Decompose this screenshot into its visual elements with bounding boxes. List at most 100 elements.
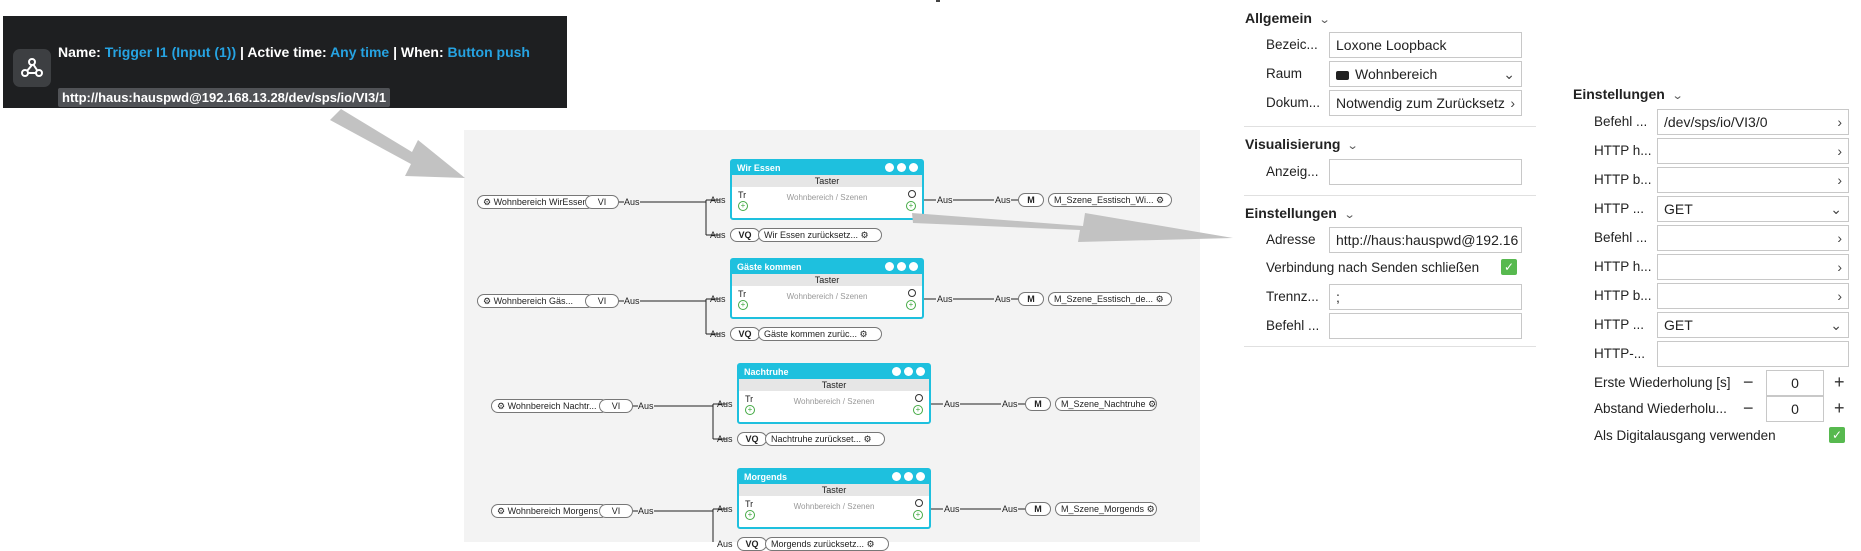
m-node[interactable]: M bbox=[1025, 502, 1051, 516]
chevron-right-icon: › bbox=[1835, 110, 1842, 134]
block-title[interactable]: Morgends bbox=[739, 470, 929, 484]
vq-output-node[interactable]: Gäste kommen zurüc... ⚙ bbox=[758, 327, 882, 341]
block-output-port[interactable] bbox=[908, 190, 916, 198]
dot-icon[interactable] bbox=[897, 163, 906, 172]
section-einstellungen-right[interactable]: Einstellungen⌄ bbox=[1573, 86, 1683, 102]
adresse-field[interactable]: http://haus:hauspwd@192.16 bbox=[1329, 227, 1522, 253]
m-node[interactable]: M bbox=[1018, 292, 1044, 306]
vq-output-node[interactable]: Morgends zurücksetz... ⚙ bbox=[765, 537, 889, 551]
logic-block[interactable]: Wir Essen Taster Tr Wohnbereich / Szenen… bbox=[730, 159, 924, 220]
bezeichnung-field[interactable]: Loxone Loopback bbox=[1329, 32, 1522, 58]
right-row-field[interactable]: › bbox=[1657, 254, 1849, 280]
raum-select[interactable]: Wohnbereich ⌄ bbox=[1329, 61, 1522, 87]
add-output-icon[interactable]: + bbox=[913, 510, 923, 520]
section-allgemein[interactable]: Allgemein⌄ bbox=[1245, 10, 1331, 26]
output-node[interactable]: M_Szene_Esstisch_de... ⚙ bbox=[1048, 292, 1172, 306]
right-row-select[interactable]: GET⌄ bbox=[1657, 196, 1849, 222]
section-einstellungen[interactable]: Einstellungen⌄ bbox=[1245, 205, 1355, 221]
output-node[interactable]: M_Szene_Morgends ⚙ bbox=[1055, 502, 1157, 516]
plus-icon[interactable]: + bbox=[1834, 398, 1845, 418]
dot-icon[interactable] bbox=[885, 163, 894, 172]
vq-output-node[interactable]: Nachtruhe zurückset... ⚙ bbox=[765, 432, 885, 446]
erste-wiederholung-input[interactable]: 0 bbox=[1766, 370, 1824, 396]
block-output-port[interactable] bbox=[908, 289, 916, 297]
section-visualisierung[interactable]: Visualisierung⌄ bbox=[1245, 136, 1359, 152]
right-row-field[interactable]: › bbox=[1657, 283, 1849, 309]
right-row-field[interactable]: › bbox=[1657, 138, 1849, 164]
webhook-icon bbox=[13, 49, 51, 87]
info-icon[interactable] bbox=[909, 262, 918, 271]
block-title[interactable]: Nachtruhe bbox=[739, 365, 929, 379]
trennzeichen-field[interactable]: ; bbox=[1329, 284, 1522, 310]
block-input-tr: Tr bbox=[738, 190, 747, 200]
vi-node[interactable]: VI bbox=[599, 504, 633, 518]
vq-node[interactable]: VQ bbox=[737, 432, 767, 446]
verbindung-checkbox[interactable]: ✓ bbox=[1501, 259, 1517, 275]
logic-block[interactable]: Morgends Taster Tr Wohnbereich / Szenen … bbox=[737, 468, 931, 529]
dot-icon[interactable] bbox=[904, 367, 913, 376]
plus-icon[interactable]: + bbox=[1834, 372, 1845, 392]
gear-icon: ⚙ bbox=[1153, 294, 1164, 304]
right-row-field[interactable]: › bbox=[1657, 225, 1849, 251]
vq-node[interactable]: VQ bbox=[730, 228, 760, 242]
logic-block[interactable]: Gäste kommen Taster Tr Wohnbereich / Sze… bbox=[730, 258, 924, 319]
notification-url[interactable]: http://haus:hauspwd@192.168.13.28/dev/sp… bbox=[58, 88, 391, 107]
logic-block[interactable]: Nachtruhe Taster Tr Wohnbereich / Szenen… bbox=[737, 363, 931, 424]
info-icon[interactable] bbox=[916, 472, 925, 481]
block-title[interactable]: Gäste kommen bbox=[732, 260, 922, 274]
block-title-text: Nachtruhe bbox=[744, 367, 789, 377]
input-node[interactable]: ⚙ Wohnbereich Nachtr... bbox=[491, 399, 608, 413]
right-row-select[interactable]: GET⌄ bbox=[1657, 312, 1849, 338]
vq-node[interactable]: VQ bbox=[730, 327, 760, 341]
abstand-wiederholung-input[interactable]: 0 bbox=[1766, 396, 1824, 422]
trigger-name: Trigger I1 (Input (1)) bbox=[104, 44, 237, 60]
erste-wiederholung-label: Erste Wiederholung [s] bbox=[1594, 375, 1731, 390]
block-output-port[interactable] bbox=[915, 394, 923, 402]
vq-node[interactable]: VQ bbox=[737, 537, 767, 551]
anzeige-field[interactable] bbox=[1329, 159, 1522, 185]
add-input-icon[interactable]: + bbox=[745, 510, 755, 520]
dot-icon[interactable] bbox=[897, 262, 906, 271]
vi-node[interactable]: VI bbox=[599, 399, 633, 413]
input-node[interactable]: ⚙ Wohnbereich WirEssen bbox=[477, 195, 594, 209]
dot-icon[interactable] bbox=[904, 472, 913, 481]
m-node[interactable]: M bbox=[1025, 397, 1051, 411]
dot-icon[interactable] bbox=[885, 262, 894, 271]
right-row-label: HTTP-... bbox=[1594, 346, 1645, 361]
when-label: | When: bbox=[393, 44, 444, 60]
bezeichnung-value: Loxone Loopback bbox=[1336, 37, 1447, 53]
dot-icon[interactable] bbox=[892, 472, 901, 481]
add-input-icon[interactable]: + bbox=[738, 300, 748, 310]
add-output-icon[interactable]: + bbox=[906, 300, 916, 310]
add-input-icon[interactable]: + bbox=[745, 405, 755, 415]
block-input-tr: Tr bbox=[745, 499, 754, 509]
input-node[interactable]: ⚙ Wohnbereich Morgens bbox=[491, 504, 608, 518]
digitalausgang-checkbox[interactable]: ✓ bbox=[1829, 427, 1845, 443]
right-row-field[interactable]: › bbox=[1657, 167, 1849, 193]
dot-icon[interactable] bbox=[892, 367, 901, 376]
output-node[interactable]: M_Szene_Nachtruhe ⚙ bbox=[1055, 397, 1157, 411]
block-output-port[interactable] bbox=[915, 499, 923, 507]
dokumentation-field[interactable]: Notwendig zum Zurücksetz › bbox=[1329, 90, 1522, 116]
info-icon[interactable] bbox=[916, 367, 925, 376]
minus-icon[interactable]: − bbox=[1743, 372, 1754, 392]
add-output-icon[interactable]: + bbox=[913, 405, 923, 415]
right-row-field[interactable]: /dev/sps/io/VI3/0› bbox=[1657, 109, 1849, 135]
output-node[interactable]: M_Szene_Esstisch_Wi... ⚙ bbox=[1048, 193, 1172, 207]
info-icon[interactable] bbox=[909, 163, 918, 172]
vi-node[interactable]: VI bbox=[585, 195, 619, 209]
minus-icon[interactable]: − bbox=[1743, 398, 1754, 418]
add-input-icon[interactable]: + bbox=[738, 201, 748, 211]
notification-summary: Name: Trigger I1 (Input (1)) | Active ti… bbox=[58, 44, 530, 60]
gear-icon: ⚙ bbox=[858, 230, 869, 240]
m-node[interactable]: M bbox=[1018, 193, 1044, 207]
input-node[interactable]: ⚙ Wohnbereich Gäs... bbox=[477, 294, 594, 308]
vi-node[interactable]: VI bbox=[585, 294, 619, 308]
befehl-label: Befehl ... bbox=[1266, 318, 1320, 333]
befehl-field[interactable] bbox=[1329, 313, 1522, 339]
right-row-field[interactable] bbox=[1657, 341, 1849, 367]
add-output-icon[interactable]: + bbox=[906, 201, 916, 211]
vq-output-node[interactable]: Wir Essen zurücksetz... ⚙ bbox=[758, 228, 882, 242]
block-title[interactable]: Wir Essen bbox=[732, 161, 922, 175]
